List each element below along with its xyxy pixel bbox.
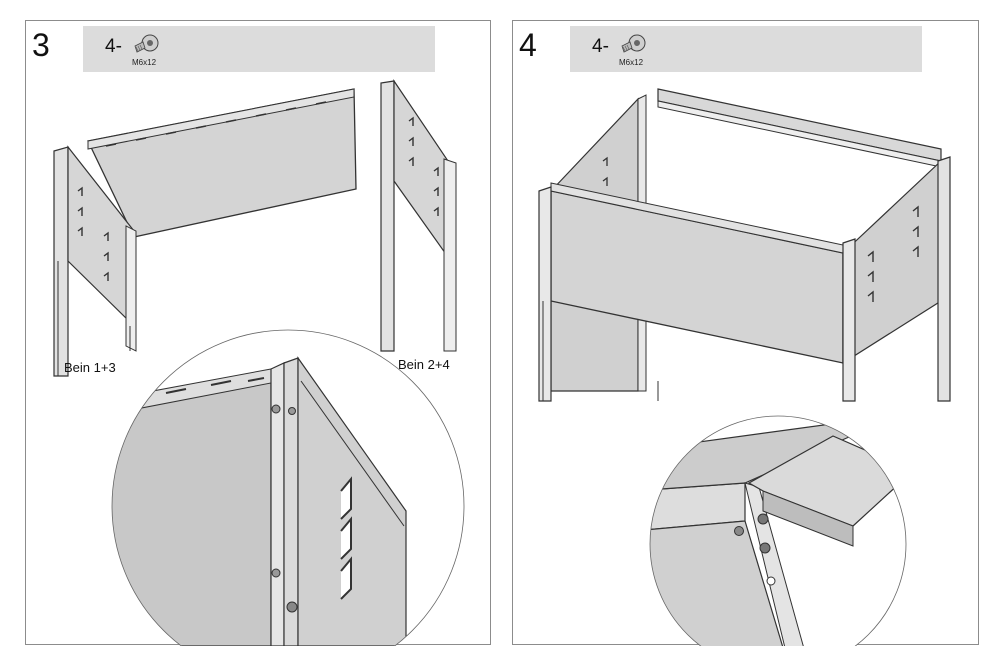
screw-spec-label: M6x12 [619,58,644,67]
leg-label-left: Bein 1+3 [64,360,116,375]
step-number: 4 [519,27,537,63]
step-3-panel: 3 4- M6x12 [25,20,491,646]
screw-spec-label: M6x12 [132,58,157,67]
screw-quantity: 4- [105,36,122,57]
hex-socket-screw-icon [621,34,646,53]
step-4-illustration [538,88,951,646]
parts-list-bar: 4- M6x12 [570,26,922,72]
leg-label-right: Bein 2+4 [398,357,450,372]
left-leg-frame [53,146,69,377]
right-side-panel [842,159,942,365]
detail-magnified-joint [650,416,906,646]
back-rail [657,88,942,162]
front-left-leg [538,186,552,402]
parts-list-bar: 4- M6x12 [83,26,435,72]
back-panel [87,88,357,238]
step-number: 3 [32,27,50,63]
hex-socket-screw-icon [134,34,159,53]
detail-magnified-corner [112,330,464,646]
step-4-panel: 4 4- M6x12 [512,20,979,646]
step-3-illustration [53,79,465,646]
screw-quantity: 4- [592,36,609,57]
right-leg-frame [380,80,395,352]
